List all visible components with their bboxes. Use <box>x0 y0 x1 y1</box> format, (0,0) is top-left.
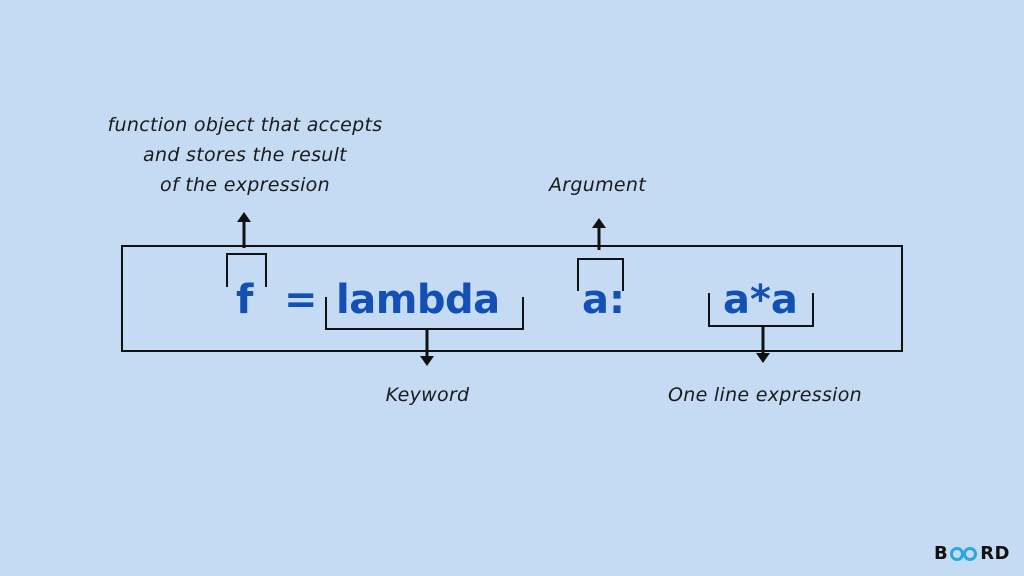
argument-bracket <box>577 258 624 291</box>
code-box <box>121 245 903 352</box>
function-object-annotation: function object that accepts and stores … <box>60 110 430 200</box>
lambda-expression: a*a <box>723 277 798 323</box>
annotation-line-3: of the expression <box>160 174 330 196</box>
keyword-bracket <box>325 297 524 330</box>
expression-bracket <box>708 293 814 327</box>
logo-prefix: B <box>933 543 949 564</box>
name-bracket <box>226 253 267 287</box>
lambda-argument: a: <box>582 277 625 323</box>
logo-suffix: RD <box>980 543 1010 564</box>
function-name: f <box>236 277 254 323</box>
argument-annotation: Argument <box>548 174 646 196</box>
arrow-down-icon <box>756 327 770 363</box>
lambda-keyword: lambda <box>336 277 500 323</box>
board-logo: B RD <box>934 543 1010 564</box>
arrow-up-icon <box>237 212 251 248</box>
arrow-up-icon <box>592 218 606 250</box>
annotation-line-2: and stores the result <box>143 144 347 166</box>
expression-annotation: One line expression <box>668 384 862 406</box>
annotation-line-1: function object that accepts <box>107 114 383 136</box>
infinity-icon <box>949 546 979 562</box>
arrow-down-icon <box>420 330 434 366</box>
equals-sign: = <box>284 277 318 323</box>
keyword-annotation: Keyword <box>385 384 470 406</box>
